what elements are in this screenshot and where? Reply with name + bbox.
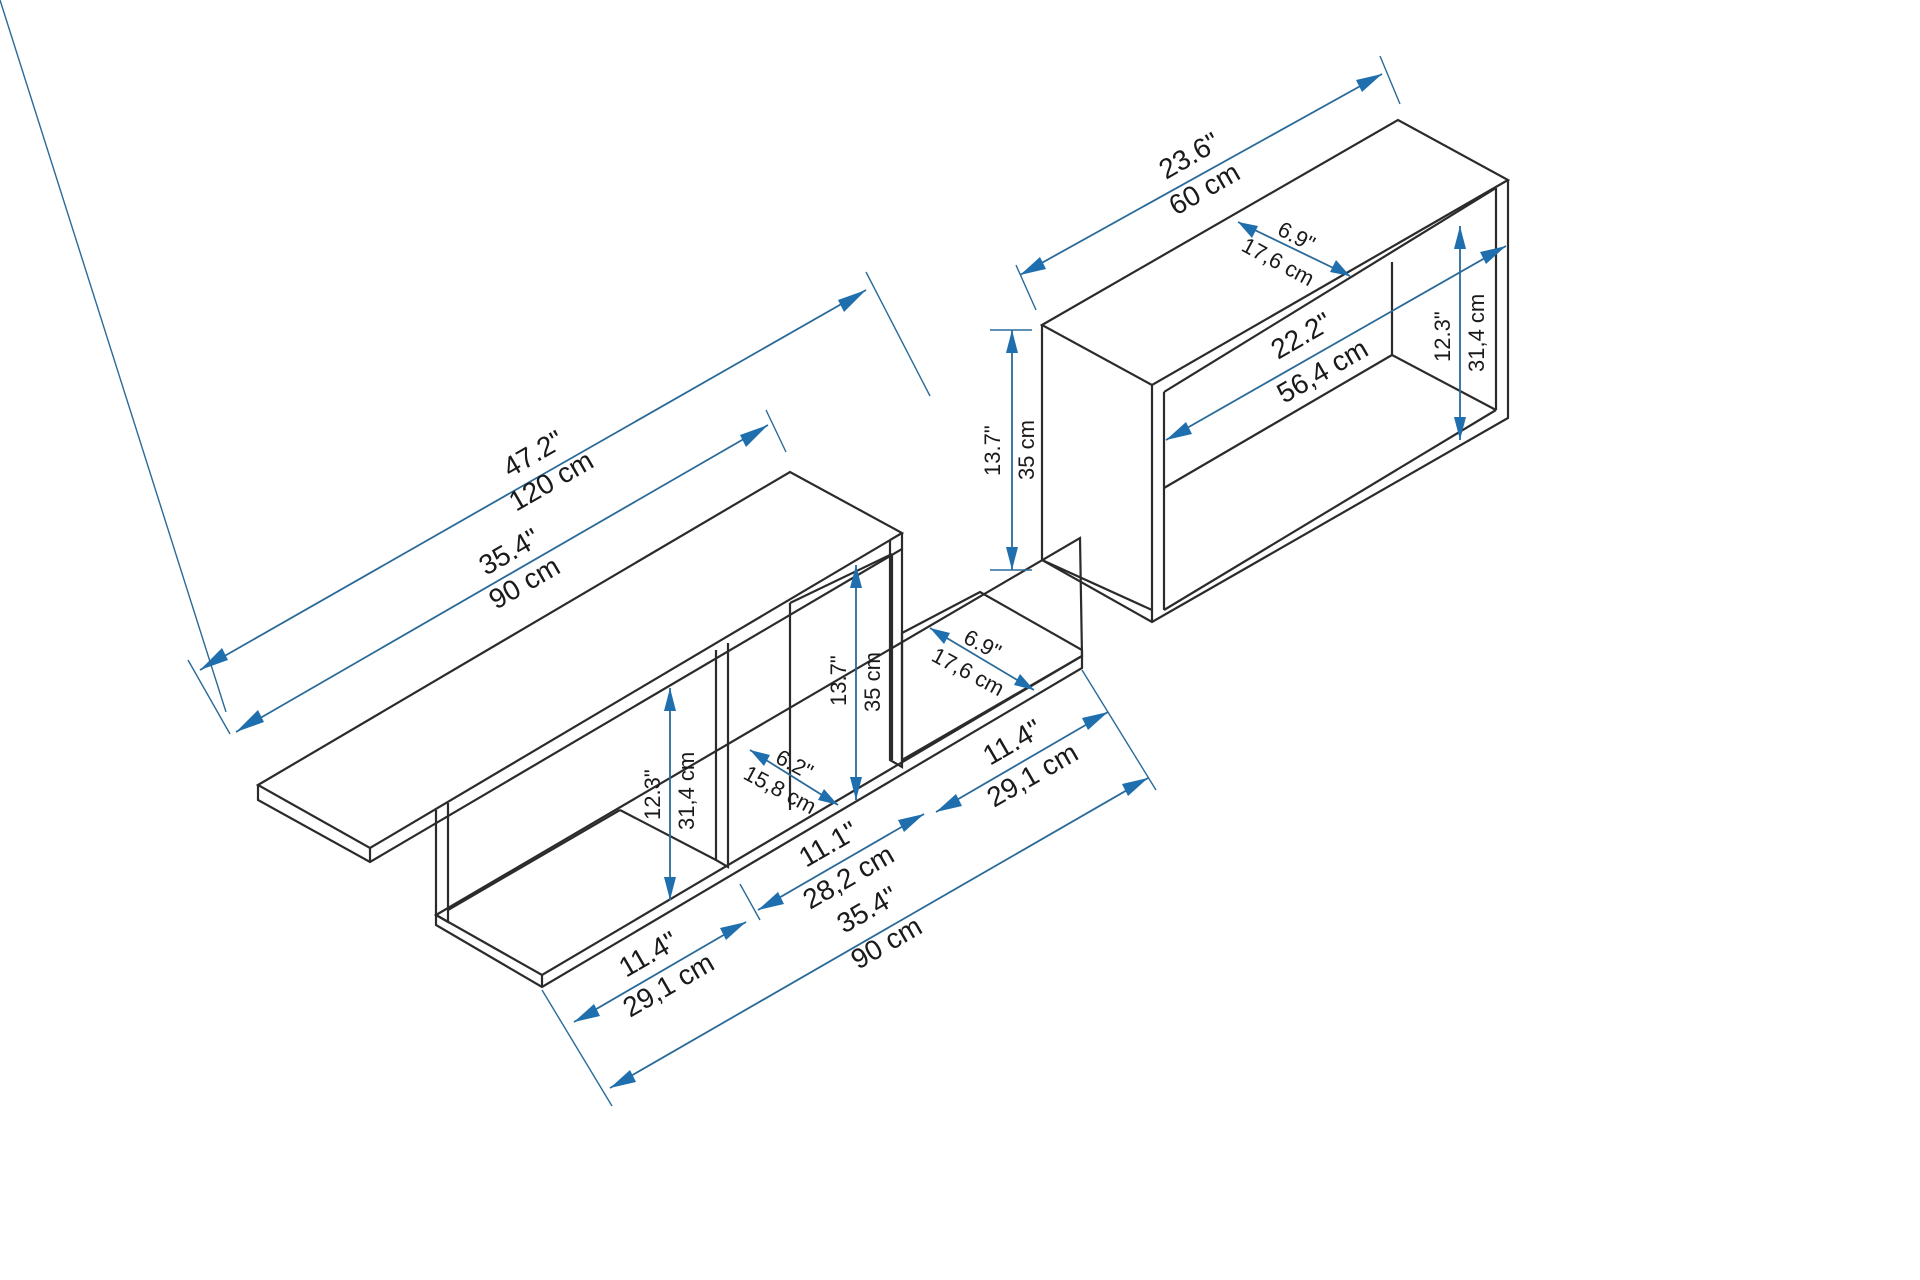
dim-box-depth xyxy=(1237,221,1351,277)
label-box-inner-height-cm: 31,4 cm xyxy=(1464,294,1489,372)
long-shelf-outline xyxy=(255,470,1084,989)
label-inner-height-in: 13.7" xyxy=(826,655,851,706)
dimension-lines xyxy=(0,0,1507,1107)
box-shelf-outline xyxy=(1039,118,1511,624)
long-shelf-labels: 47.2" 120 cm 35.4" 90 cm 13.7" 35 cm 12.… xyxy=(474,424,1084,1023)
label-compartment-height-cm: 31,4 cm xyxy=(674,752,699,830)
dim-bottom-width xyxy=(609,777,1149,1089)
label-box-inner-height-in: 12.3" xyxy=(1430,311,1455,362)
dim-overall-width xyxy=(199,289,867,671)
dim-middle-segment xyxy=(757,813,925,911)
label-box-height-cm: 35 cm xyxy=(1014,420,1039,480)
dim-right-segment xyxy=(935,711,1109,813)
dim-left-segment xyxy=(573,921,747,1023)
box-shelf-labels: 23.6" 60 cm 6.9" 17,6 cm 22.2" 56,4 cm 1… xyxy=(980,126,1489,480)
dim-depth xyxy=(929,627,1035,691)
label-box-height-in: 13.7" xyxy=(980,425,1005,476)
dim-box-width xyxy=(1019,73,1383,276)
label-inner-height-cm: 35 cm xyxy=(860,652,885,712)
dim-box-inner-width xyxy=(1165,245,1507,441)
label-compartment-height-in: 12.3" xyxy=(640,769,665,820)
dim-top-width xyxy=(235,424,769,733)
